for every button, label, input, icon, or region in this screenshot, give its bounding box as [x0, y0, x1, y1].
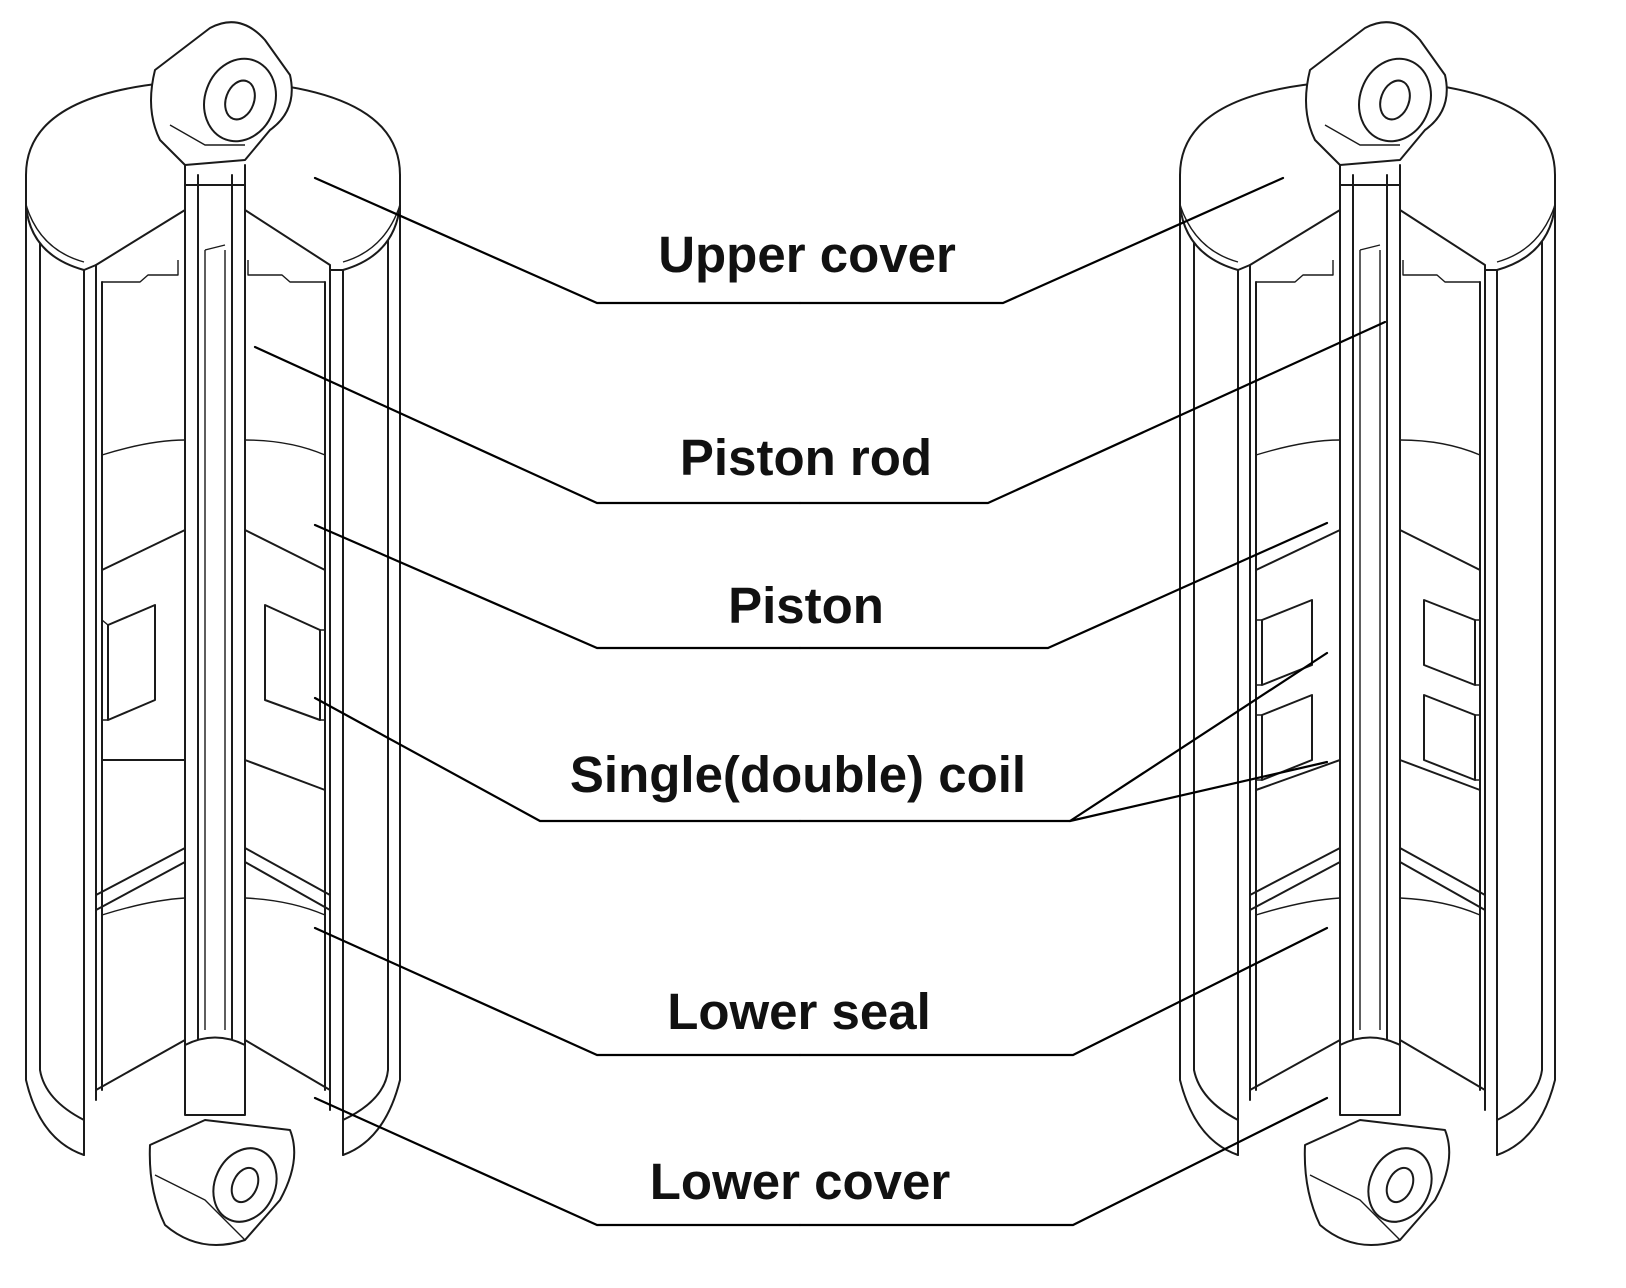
- right-damper-drawing: [1179, 21, 1556, 1246]
- leader-lower-cover-left: [313, 1096, 802, 1227]
- left-upper-cover: [25, 79, 401, 271]
- label-lower-seal: Lower seal: [667, 983, 931, 1040]
- left-damper-drawing: [25, 21, 401, 1246]
- leader-piston-rod-right: [798, 320, 1387, 505]
- left-bottom-eye: [148, 1036, 296, 1246]
- part-labels: Upper cover Piston rod Piston Single(dou…: [570, 226, 1026, 1210]
- right-piston: [1255, 439, 1481, 456]
- right-double-coil: [1256, 599, 1480, 781]
- leader-piston-right: [798, 521, 1329, 650]
- leader-lines: [253, 176, 1387, 1227]
- leader-lower-cover-right: [798, 1096, 1329, 1227]
- left-top-eye: [150, 21, 293, 166]
- right-upper-cover: [1179, 79, 1556, 271]
- label-lower-cover: Lower cover: [650, 1153, 951, 1210]
- right-lower-seal: [1249, 847, 1341, 911]
- right-bottom-eye: [1303, 1036, 1451, 1246]
- left-lower-seal: [95, 847, 186, 911]
- leader-lower-seal-right: [798, 926, 1329, 1057]
- label-coil: Single(double) coil: [570, 746, 1026, 803]
- leader-piston-left: [313, 523, 802, 650]
- leader-upper-cover-left: [313, 176, 802, 305]
- leader-coil-left: [313, 696, 802, 823]
- label-piston-rod: Piston rod: [680, 429, 932, 486]
- left-piston: [101, 439, 326, 456]
- left-coil: [107, 604, 156, 721]
- label-piston: Piston: [728, 577, 884, 634]
- leader-lower-seal-left: [313, 926, 802, 1057]
- right-top-eye: [1305, 21, 1448, 166]
- leader-coil-right-second: [1068, 760, 1329, 823]
- leader-piston-rod-left: [253, 345, 802, 505]
- leader-upper-cover-right: [798, 176, 1285, 305]
- left-outer-shell: [25, 174, 85, 1156]
- label-upper-cover: Upper cover: [658, 226, 956, 283]
